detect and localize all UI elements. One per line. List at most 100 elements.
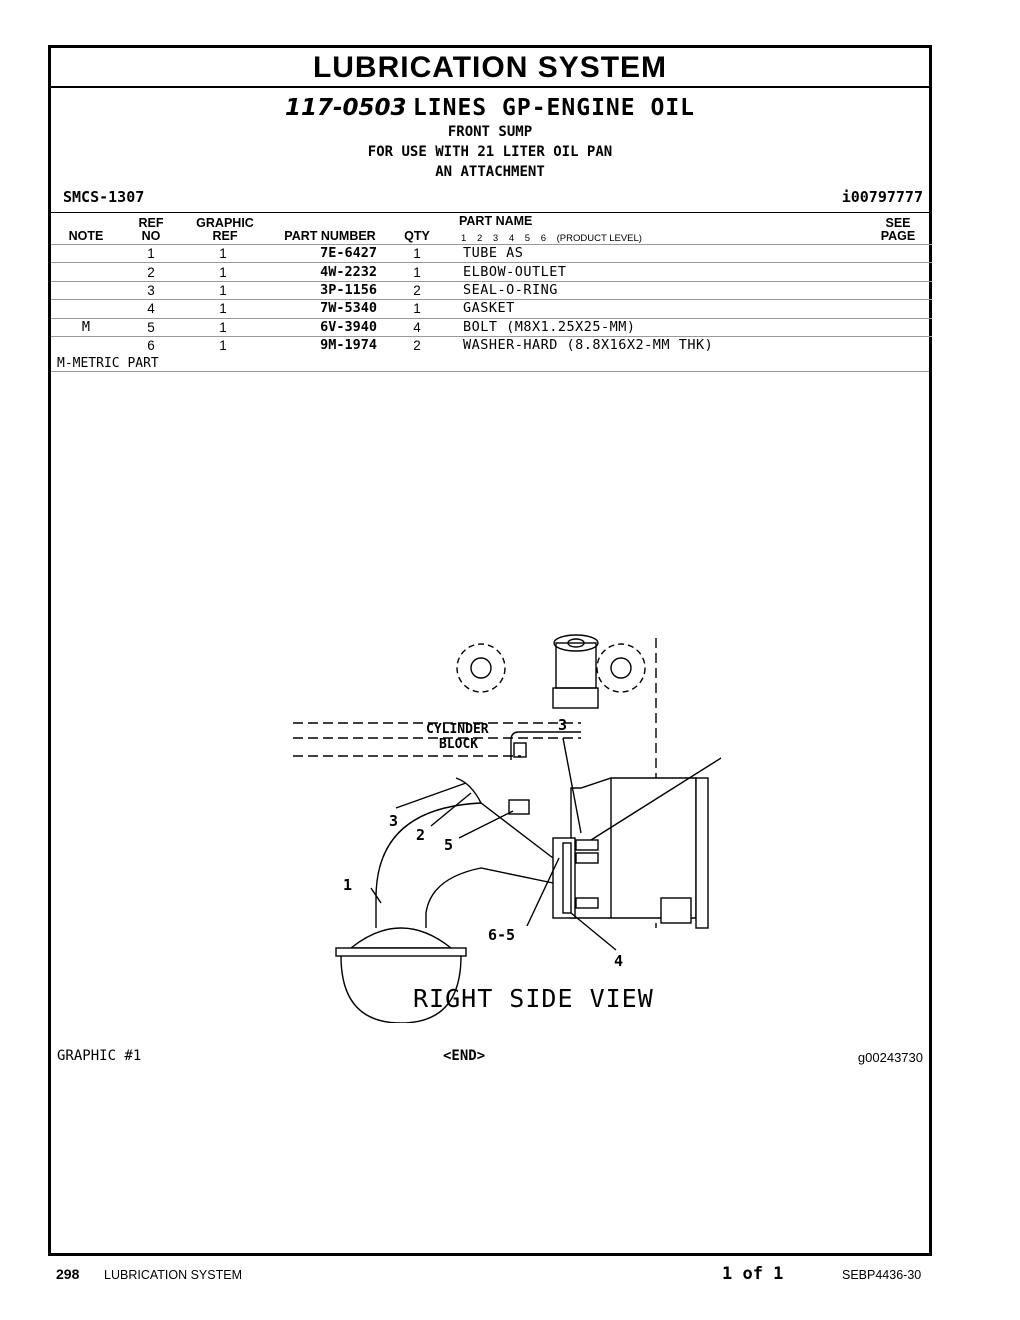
cell-note [51, 280, 121, 300]
parts-illustration: CYLINDER BLOCK 3 5 3 2 5 1 6-5 4 [293, 634, 721, 1023]
level-4: 4 [508, 233, 515, 244]
boss-outline [596, 643, 646, 693]
cell-note [51, 243, 121, 263]
group-description-line: FOR USE WITH 21 LITER OIL PAN [367, 144, 613, 160]
smcs-code: SMCS-1307 [63, 188, 145, 206]
screen-bowl [340, 955, 462, 1023]
level-3: 3 [492, 233, 499, 244]
tube-inner [375, 802, 554, 928]
header-ref-bottom: NO [141, 229, 161, 243]
bolt [575, 897, 599, 909]
header-ref-top: REF [138, 216, 164, 230]
boss-hole [470, 657, 492, 679]
bolt-head [513, 742, 527, 758]
screen-top [349, 927, 453, 949]
pump-body [570, 777, 697, 919]
pipe-elbow [510, 731, 581, 760]
callout-2: 2 [416, 826, 425, 844]
table-row: 1 1 7E-6427 1 TUBE AS [51, 243, 932, 263]
header-part-number: PART NUMBER [284, 229, 376, 243]
cell-part-number[interactable]: 6V-3940 [265, 317, 377, 337]
cell-part-name: WASHER-HARD (8.8X16X2-MM THK) [457, 335, 932, 355]
graphic-label: GRAPHIC #1 [57, 1048, 142, 1064]
table-row: 2 1 4W-2232 1 ELBOW-OUTLET [51, 262, 932, 282]
header-graphic-bottom: REF [212, 229, 238, 243]
cell-ref: 4 [121, 299, 181, 319]
level-5: 5 [524, 233, 531, 244]
cell-ref: 2 [121, 262, 181, 282]
cell-graphic: 1 [181, 262, 265, 282]
table-row: 6 1 9M-1974 2 WASHER-HARD (8.8X16X2-MM T… [51, 335, 932, 355]
boss-outline [456, 643, 506, 693]
cell-part-name: ELBOW-OUTLET [457, 262, 932, 282]
leader-6-5 [526, 857, 560, 927]
pump-end-plate [695, 777, 709, 929]
bolt [575, 839, 599, 851]
group-description-line: FRONT SUMP [447, 124, 533, 140]
bolt [575, 852, 599, 864]
section-title: LUBRICATION SYSTEM [51, 48, 929, 88]
cell-ref: 6 [121, 335, 181, 355]
cell-part-number[interactable]: 7W-5340 [265, 299, 377, 319]
levels-label: (PRODUCT LEVEL) [556, 233, 642, 244]
view-title: RIGHT SIDE VIEW [413, 984, 654, 1013]
header-see-bottom: PAGE [880, 229, 916, 243]
cell-qty: 1 [377, 262, 457, 282]
callout-6-5: 6-5 [488, 926, 515, 944]
group-name: LINES GP-ENGINE OIL [412, 95, 696, 121]
footer-page-of: 1 of 1 [722, 1264, 784, 1284]
group-description-line: AN ATTACHMENT [435, 164, 545, 180]
level-6: 6 [540, 233, 546, 244]
cell-graphic: 1 [181, 299, 265, 319]
illustration-id: i00797777 [841, 188, 923, 206]
gasket [562, 842, 572, 914]
callout-1: 1 [343, 876, 352, 894]
cell-part-number[interactable]: 7E-6427 [265, 243, 377, 263]
cell-part-number[interactable]: 9M-1974 [265, 335, 377, 355]
group-part-number: 117-0503 [284, 95, 407, 121]
table-row: M 5 1 6V-3940 4 BOLT (M8X1.25X25-MM) [51, 317, 932, 337]
cell-ref: 1 [121, 243, 181, 263]
footnote-rule [51, 371, 929, 372]
cell-graphic: 1 [181, 243, 265, 263]
cell-part-name: TUBE AS [457, 243, 932, 263]
metric-footnote: M-METRIC PART [57, 356, 159, 371]
cell-part-number[interactable]: 3P-1156 [265, 280, 377, 300]
product-levels: 1 2 3 4 5 6 (PRODUCT LEVEL) [461, 233, 650, 244]
cell-note [51, 262, 121, 282]
cell-qty: 1 [377, 299, 457, 319]
cell-part-name: GASKET [457, 299, 932, 319]
header-graphic-top: GRAPHIC [196, 216, 254, 230]
fitting-cap-hole [567, 638, 585, 648]
label-cylinder: CYLINDER [426, 722, 489, 737]
cell-note [51, 299, 121, 319]
bolt-nut [508, 799, 530, 815]
cell-qty: 4 [377, 317, 457, 337]
page-frame: LUBRICATION SYSTEM 117-0503 LINES GP-ENG… [48, 45, 932, 1256]
leader-1 [370, 887, 382, 904]
parts-table: 1 1 7E-6427 1 TUBE AS 2 1 4W-2232 1 ELBO… [51, 243, 932, 355]
callout-3: 3 [558, 716, 567, 734]
callout-4: 4 [614, 952, 623, 970]
group-heading: 117-0503 LINES GP-ENGINE OIL [51, 94, 929, 121]
leader-5 [590, 757, 721, 841]
leader-5 [458, 810, 514, 839]
screen-rim [335, 947, 467, 957]
cell-part-number[interactable]: 4W-2232 [265, 262, 377, 282]
boss-hole [610, 657, 632, 679]
fitting-cap [553, 634, 599, 652]
elbow-outlet [455, 777, 482, 804]
leader-3 [562, 737, 582, 834]
header-see-top: SEE [885, 216, 911, 230]
cell-note: M [51, 317, 121, 337]
level-1: 1 [461, 233, 467, 244]
pump-nut [660, 897, 692, 924]
label-block: BLOCK [439, 737, 478, 752]
footer-document-id: SEBP4436-30 [842, 1268, 922, 1282]
leader-4 [570, 912, 617, 951]
header-qty: QTY [404, 229, 430, 243]
cell-graphic: 1 [181, 335, 265, 355]
header-rule [51, 212, 929, 213]
end-marker: <END> [443, 1048, 486, 1064]
graphic-id: g00243730 [857, 1050, 923, 1065]
